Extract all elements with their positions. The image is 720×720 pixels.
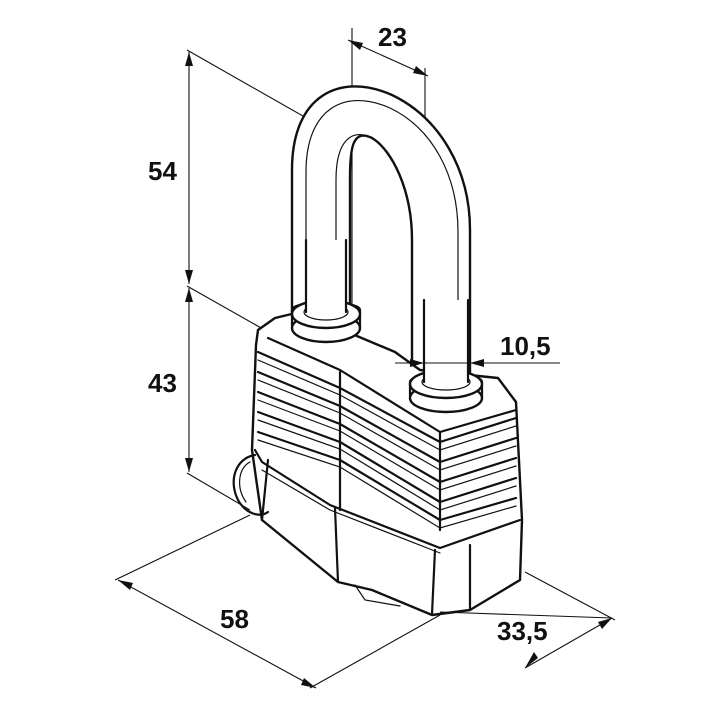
dim-label-body-depth: 33,5 xyxy=(497,616,548,646)
ext-body-front xyxy=(309,614,441,689)
dim-label-body-width: 58 xyxy=(220,604,249,634)
dim-label-shackle-height: 54 xyxy=(148,156,177,186)
lock-body xyxy=(232,310,524,617)
dim-label-shackle-width: 23 xyxy=(378,22,407,52)
ext-body-left xyxy=(114,514,251,581)
ext-body-right xyxy=(524,571,616,621)
dimension-labels: 54 43 23 10,5 58 33,5 xyxy=(148,22,551,646)
key-cover xyxy=(232,453,270,516)
shackle-seats xyxy=(290,238,484,414)
dim-label-body-height: 43 xyxy=(148,368,177,398)
dimension-lines xyxy=(117,39,613,689)
bumper xyxy=(253,448,522,616)
dim-label-shackle-diameter: 10,5 xyxy=(500,331,551,361)
laminated-ridges xyxy=(256,350,518,529)
ext-body-top xyxy=(186,285,271,334)
keyway xyxy=(354,584,401,607)
